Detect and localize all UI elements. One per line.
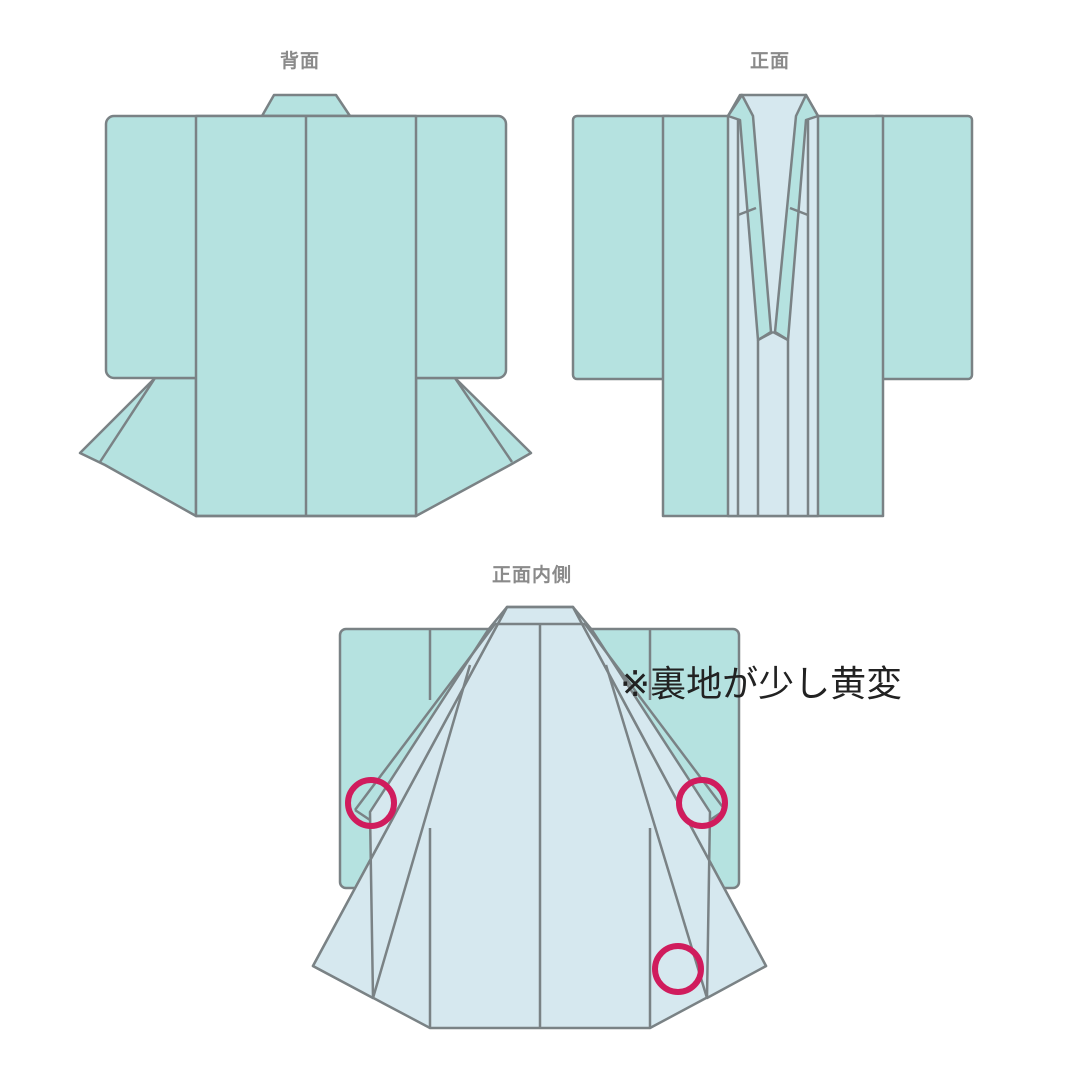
- back-lower-body: [78, 376, 198, 518]
- marker-circle-right: [676, 777, 728, 829]
- inside-left-collar: [311, 605, 509, 1000]
- front-view-label: 正面: [750, 50, 791, 72]
- front-right-sleeve: [870, 114, 974, 381]
- back-view: [78, 93, 533, 518]
- marker-circle-lower: [652, 943, 704, 995]
- lining-note: ※裏地が少し黄変: [620, 664, 903, 705]
- front-lining-strip: [726, 93, 820, 518]
- front-left-sleeve: [571, 114, 675, 381]
- back-view-label: 背面: [280, 50, 321, 72]
- inside-view-label: 正面内側: [492, 564, 573, 586]
- back-lower-body-right: [414, 376, 533, 518]
- back-collar: [260, 93, 352, 118]
- marker-circle-left: [345, 777, 397, 829]
- inside-view: [311, 605, 768, 1030]
- inside-right-collar: [571, 605, 768, 1000]
- front-view: [571, 93, 974, 518]
